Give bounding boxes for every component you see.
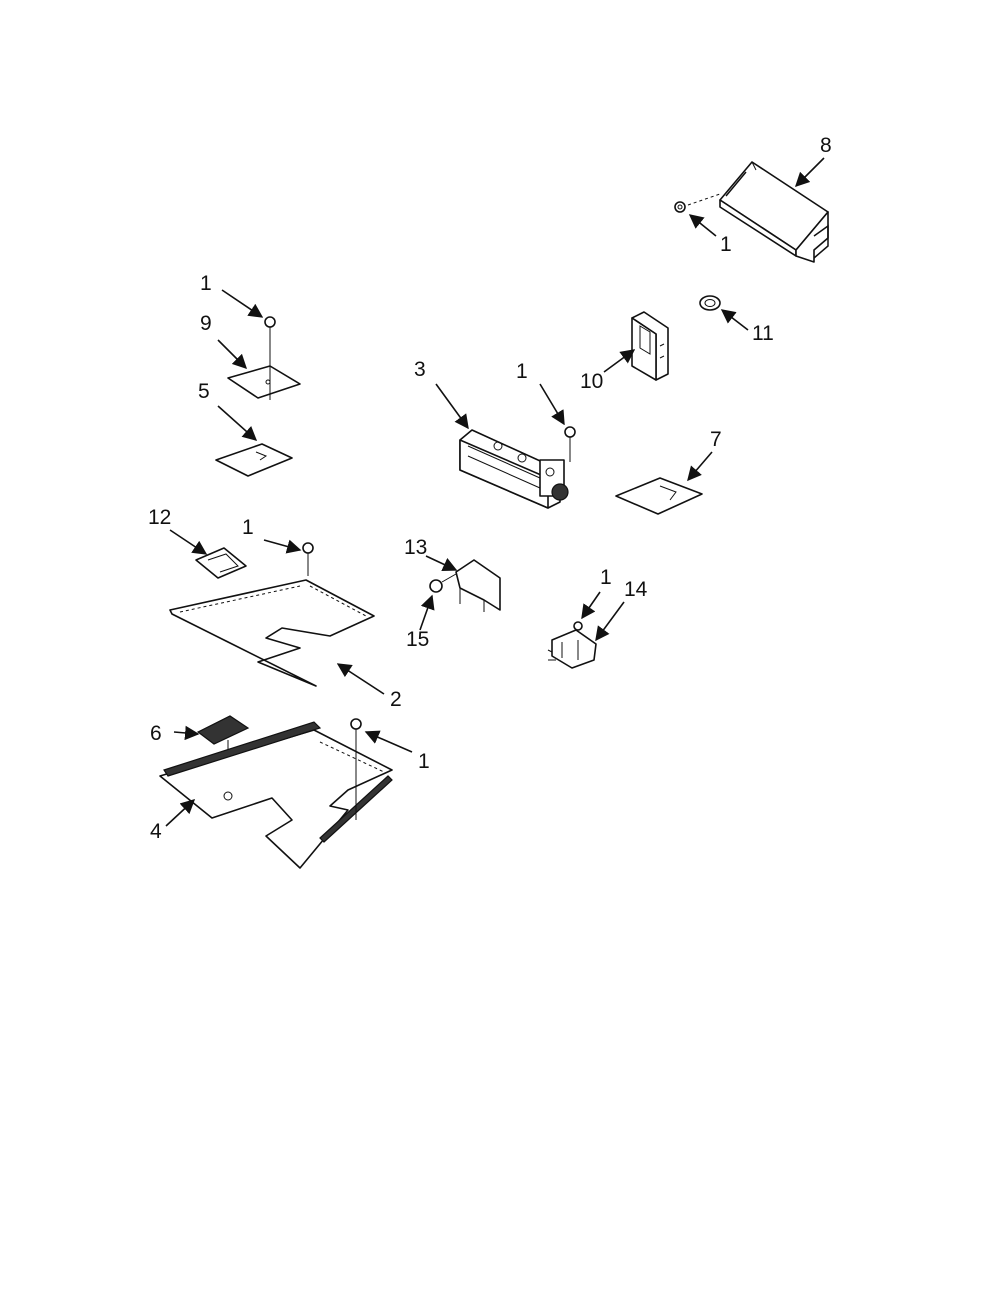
part-4-base: [159, 721, 393, 869]
callout-13: 13: [404, 536, 427, 559]
leader-11: [720, 309, 749, 331]
part-5-plate: [215, 443, 293, 477]
part-1-screw-left: [264, 316, 276, 345]
part-13-bracket: [455, 559, 501, 612]
leader-13: [425, 555, 458, 572]
leader-9: [217, 339, 248, 370]
callout-1-left: 1: [200, 272, 212, 295]
part-7-plate: [615, 477, 703, 515]
leader-1-left: [221, 289, 264, 318]
leader-10: [603, 349, 636, 373]
callout-9: 9: [200, 312, 212, 335]
part-14-switch: [547, 621, 597, 669]
callout-12: 12: [148, 506, 171, 529]
part-1-screw-top-right: [674, 201, 686, 213]
part-3-motor-assembly: [459, 429, 569, 509]
callout-14: 14: [624, 578, 648, 601]
callout-1-bottom: 1: [418, 750, 430, 773]
leader-6: [173, 725, 200, 741]
leader-14: [595, 601, 625, 642]
callout-4: 4: [150, 820, 162, 843]
leader-8: [794, 157, 825, 188]
callout-6: 6: [150, 722, 162, 745]
callout-3: 3: [414, 358, 426, 381]
part-2-plate: [169, 579, 375, 687]
callout-1-plate: 1: [242, 516, 254, 539]
leader-1-center: [539, 383, 565, 426]
leader-1-bottom: [364, 730, 413, 753]
leader-1-top-right: [688, 214, 717, 237]
part-10-bracket: [631, 311, 669, 381]
callout-1-center: 1: [516, 360, 528, 383]
leader-1-plate: [263, 539, 302, 554]
part-12-clip: [195, 547, 247, 579]
callout-15: 15: [406, 628, 429, 651]
leader-2: [336, 663, 385, 695]
callout-11: 11: [752, 322, 774, 345]
part-1-screw-bottom: [350, 718, 362, 820]
callout-1-small-part: 1: [600, 566, 612, 589]
leader-5: [217, 405, 258, 441]
part-1-screw-plate: [302, 542, 314, 576]
part-15-screw: [429, 573, 457, 593]
part-1-screw-center: [564, 426, 576, 462]
callout-5: 5: [198, 380, 210, 403]
part-9-plate: [227, 345, 301, 400]
callout-2: 2: [390, 688, 402, 711]
callout-10: 10: [580, 370, 603, 393]
leader-12: [169, 529, 208, 555]
leader-1-small-part: [581, 591, 601, 620]
callout-8: 8: [820, 134, 832, 157]
callout-7: 7: [710, 428, 722, 451]
leader-15: [419, 594, 435, 631]
callout-1-top-right: 1: [720, 233, 732, 256]
part-8-bracket: [687, 161, 829, 263]
leader-4: [165, 799, 196, 827]
part-11-grommet: [699, 295, 721, 311]
leader-7: [687, 451, 713, 482]
leader-3: [435, 383, 469, 430]
